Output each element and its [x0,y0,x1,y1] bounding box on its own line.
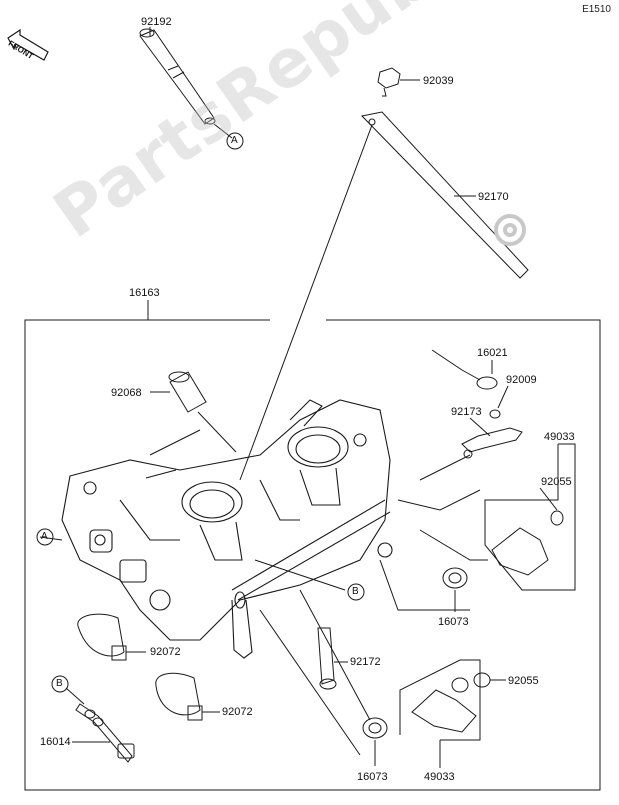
part-label-16073-top[interactable]: 16073 [438,616,469,628]
screw-16021-drawing [431,349,498,390]
part-label-16021[interactable]: 16021 [477,347,508,359]
part-label-49033-bottom[interactable]: 49033 [424,771,455,783]
gear-icon [494,214,526,246]
injector-49033-bottom-drawing [399,659,506,768]
throttle-body-drawing [61,399,393,659]
part-label-92072-b[interactable]: 92072 [222,706,253,718]
callout-a-top-circle [226,132,244,150]
tie-92072-b-drawing [155,672,220,721]
callout-b-body-circle [347,583,365,601]
part-label-92055-bottom[interactable]: 92055 [508,675,539,687]
screw-16014-drawing [65,687,135,763]
bolt-92039-drawing [377,67,420,97]
part-label-92055-top[interactable]: 92055 [541,476,572,488]
part-label-92173[interactable]: 92173 [451,406,482,418]
diagram-code: E1510 [582,4,611,15]
cap-92068-drawing [150,371,237,453]
screw-92009-drawing [489,385,509,419]
tie-92072-a-drawing [77,613,146,661]
callout-a-left-circle [36,528,54,546]
part-label-92170[interactable]: 92170 [478,191,509,203]
part-label-92192[interactable]: 92192 [141,16,172,28]
clamp-92173-drawing [461,417,523,459]
pin-92192-drawing [139,27,233,139]
seal-16073-bottom-drawing [362,717,388,766]
injector-49033-top-drawing [484,443,576,591]
seal-16073-top-drawing [442,567,468,612]
callout-a-top[interactable]: A [231,135,238,146]
part-label-92172[interactable]: 92172 [350,656,381,668]
part-label-92068[interactable]: 92068 [111,387,142,399]
callout-b-bottom-circle [51,675,69,693]
part-label-92072-a[interactable]: 92072 [150,646,181,658]
callout-a-left[interactable]: A [41,531,48,542]
callout-b-bottom[interactable]: B [56,678,63,689]
front-arrow-icon [7,28,49,61]
bolt-92172-drawing [317,627,348,690]
assembly-frame-16163 [24,300,601,791]
part-label-49033-top[interactable]: 49033 [544,431,575,443]
part-label-16163[interactable]: 16163 [129,287,160,299]
part-label-16073-bottom[interactable]: 16073 [357,771,388,783]
part-label-92009[interactable]: 92009 [506,374,537,386]
part-label-16014[interactable]: 16014 [40,736,71,748]
callout-b-body[interactable]: B [352,586,359,597]
part-label-92039[interactable]: 92039 [423,75,454,87]
